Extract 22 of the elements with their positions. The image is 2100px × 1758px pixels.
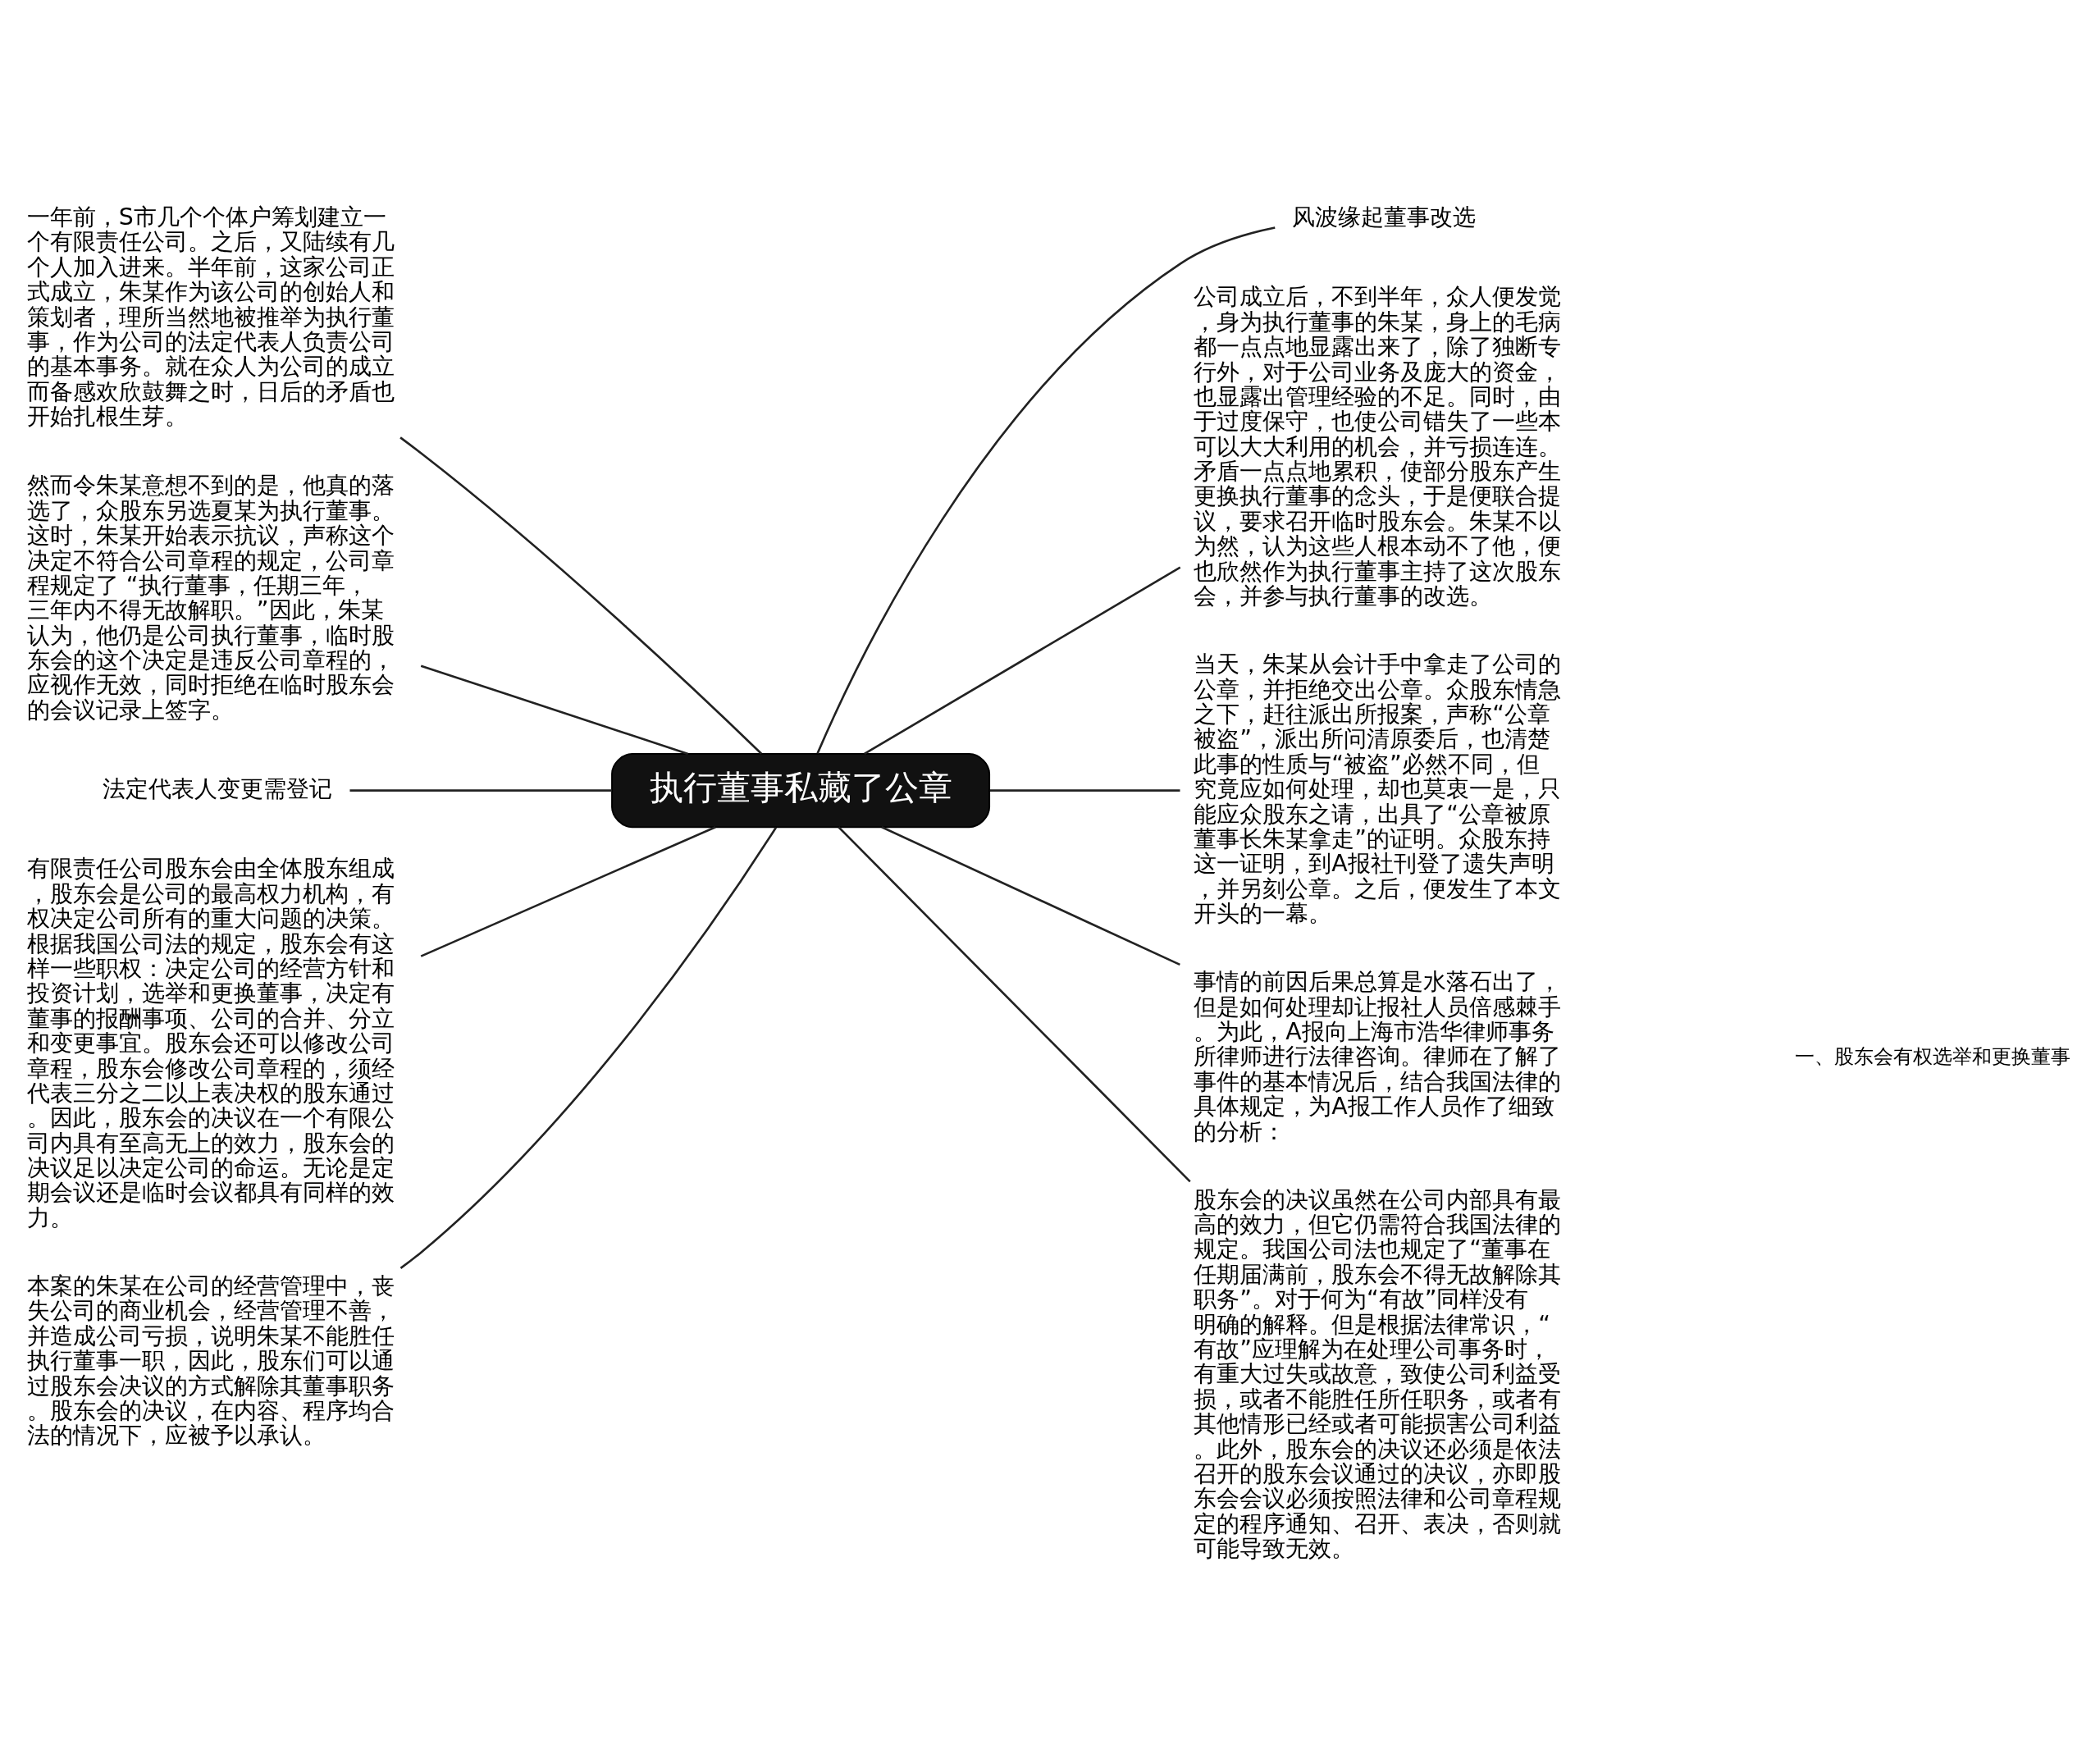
connector bbox=[399, 436, 763, 755]
node-box: 执行董事私藏了公章 bbox=[611, 753, 991, 829]
connector bbox=[420, 664, 689, 756]
connector bbox=[838, 826, 1191, 1183]
label: 一、股东会有权选举和更换董事 bbox=[1794, 1044, 2070, 1069]
node-text: 当天，朱某从会计手中拿走了公司的公章，并拒绝交出公章。众股东情急之下，赶往派出所报案，声称“公章被盗”，派出所问清原委后，也清楚此事的性质与“被盗”必然不同，但究竟应如何处理，却也莫衷一是，只能应众股东之请，出具了“公章被原董事长朱某拿走”的证明。众股东持这一证明，到A报社刊登了遗失声明，并另刻公章。之后，便发生了本文开头的一幕。 bbox=[1194, 651, 1562, 928]
node-text: 股东会的决议虽然在公司内部具有最高的效力，但它仍需符合我国法律的规定。我国公司法也规定了“董事在任期届满前，股东会不得无故解除其职务”。对于何为“有故”同样没有明确的解释。但是根据法律常识，“有故”应理解为在处理公司事务时，有重大过失或故意，致使公司利益受损，或者不能胜任所任职务，或者有其他情形已经或者可能损害公司利益。此外，股东会的决议还必须是依法召开的股东会议通过的决议，亦即股东会会议必须按照法律和公司章程规定的程序通知、召开、表决，否则就可能导致无效。 bbox=[1194, 1185, 1562, 1563]
node-text: 本案的朱某在公司的经营管理中，丧失公司的商业机会，经营管理不善，并造成公司亏损，说明朱某不能胜任执行董事一职，因此，股东们可以通过股东会决议的方式解除其董事职务。股东会的决议，在内容、程序均合法的情况下，应被予以承认。 bbox=[26, 1272, 395, 1450]
node-text: 风波缘起董事改选 bbox=[1292, 203, 1477, 231]
connector bbox=[399, 827, 778, 1269]
node-text: 公司成立后，不到半年，众人便发觉，身为执行董事的朱某，身上的毛病都一点点地显露出来了，除了独断专行外，对于公司业务及庞大的资金，也显露出管理经验的不足。同时，由于过度保守，也使公司错失了一些本可以大大利用的机会，并亏损连连。矛盾一点点地累积，使部分股东产生更换执行董事的念头，于是便联合提议，要求召开临时股东会。朱某不以为然，认为这些人根本动不了他，便也欣然作为执行董事主持了这次股东会，并参与执行董事的改选。 bbox=[1194, 283, 1562, 610]
node-text: 然而令朱某意想不到的是，他真的落选了，众股东另选夏某为执行董事。这时，朱某开始表示抗议，声称这个决定不符合公司章程的规定，公司章程规定了 “执行董事，任期三年，三年内不得无故解职。”因此，朱某认为，他仍是公司执行董事，临时股东会的这个决定是违反公司章程的，应视作无效，同时拒绝在临时股东会的会议记录上签字。 bbox=[26, 472, 395, 724]
connector bbox=[881, 826, 1180, 966]
node-text: 法定代表人变更需登记 bbox=[102, 775, 332, 803]
connector bbox=[420, 826, 716, 957]
node-text: 有限责任公司股东会由全体股东组成，股东会是公司的最高权力机构，有权决定公司所有的重大问题的决策。根据我国公司法的规定，股东会有这样一些职权：决定公司的经营方针和投资计划，选举和更换董事，决定有董事的报酬事项、公司的合并、分立和变更事宜。股东会还可以修改公司章程，股东会修改公司章程的，须经代表三分之二以上表决权的股东通过。因此，股东会的决议在一个有限公司内具有至高无上的效力，股东会的决议足以决定公司的命运。无论是定期会议还是临时会议都具有同样的效力。 bbox=[26, 855, 395, 1231]
node-text: 一年前，S市几个个体户筹划建立一个有限责任公司。之后，又陆续有几个人加入进来。半年前，这家公司正式成立，朱某作为该公司的创始人和策划者，理所当然地被推举为执行董事，作为公司的法定代表人负责公司的基本事务。就在众人为公司的成立而备感欢欣鼓舞之时，日后的矛盾也开始扎根生芽。 bbox=[26, 203, 395, 431]
connector bbox=[989, 789, 1180, 792]
connector bbox=[864, 566, 1181, 756]
connector bbox=[816, 226, 1276, 754]
node-text: 事情的前因后果总算是水落石出了，但是如何处理却让报社人员倍感棘手。为此，A报向上海市浩华律师事务所律师进行法律咨询。律师在了解了事件的基本情况后，结合我国法律的具体规定，为A报工作人员作了细致的分析： bbox=[1194, 968, 1562, 1145]
connector bbox=[349, 789, 612, 792]
